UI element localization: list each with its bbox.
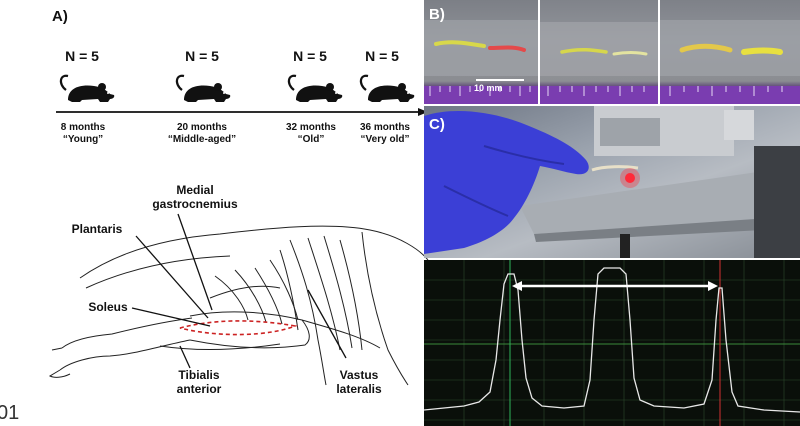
age-middle: 20 months “Middle-aged” [160, 122, 244, 146]
group-n-middle: N = 5 [185, 48, 219, 64]
glove-hand [424, 110, 589, 255]
age-young-months: 8 months [60, 122, 106, 133]
arrowhead-right-icon [708, 281, 718, 291]
age-very-old-desc: “Very old” [360, 134, 410, 145]
panel-b-photo-1 [424, 0, 538, 104]
waveform-trace [424, 267, 800, 413]
panel-b-photo-3 [660, 0, 800, 104]
panel-c-photo [424, 106, 800, 258]
mouse-icon-middle [175, 74, 232, 104]
age-very-old: 36 months “Very old” [350, 122, 420, 146]
mouse-icon-old [287, 74, 344, 104]
age-middle-desc: “Middle-aged” [167, 134, 237, 145]
label-soleus: Soleus [88, 300, 128, 314]
arrowhead-left-icon [512, 281, 522, 291]
age-old: 32 months “Old” [276, 122, 346, 146]
age-middle-months: 20 months [176, 122, 227, 133]
age-young: 8 months “Young” [48, 122, 118, 146]
side-number: 01 [0, 402, 20, 424]
soleus-outline [179, 320, 298, 336]
label-plantaris: Plantaris [71, 222, 123, 236]
mouse-icon-young [59, 74, 116, 104]
panel-a-label: A) [52, 8, 68, 25]
panel-b-label: B) [429, 6, 445, 23]
timeline-diagram [56, 74, 428, 116]
age-old-months: 32 months [285, 122, 336, 133]
panel-c-label: C) [429, 116, 445, 133]
laser-spot [625, 173, 635, 183]
group-n-old: N = 5 [293, 48, 327, 64]
panel-b-photo-2 [540, 0, 658, 104]
label-tibialis-anterior: Tibialis anterior [176, 368, 222, 396]
age-young-desc: “Young” [62, 134, 104, 145]
timeline-arrow-icon [418, 108, 428, 116]
age-very-old-months: 36 months [359, 122, 410, 133]
group-n-very-old: N = 5 [365, 48, 399, 64]
oscilloscope-screen [424, 260, 800, 426]
hindlimb-anatomy-drawing [48, 213, 429, 386]
scale-bar-label: 10 mm [474, 83, 503, 93]
mouse-icon-very-old [359, 74, 416, 104]
age-old-desc: “Old” [297, 134, 325, 145]
label-medial-gastrocnemius: Medial gastrocnemius [152, 183, 238, 211]
group-n-young: N = 5 [65, 48, 99, 64]
label-vastus-lateralis: Vastus lateralis [336, 368, 382, 396]
